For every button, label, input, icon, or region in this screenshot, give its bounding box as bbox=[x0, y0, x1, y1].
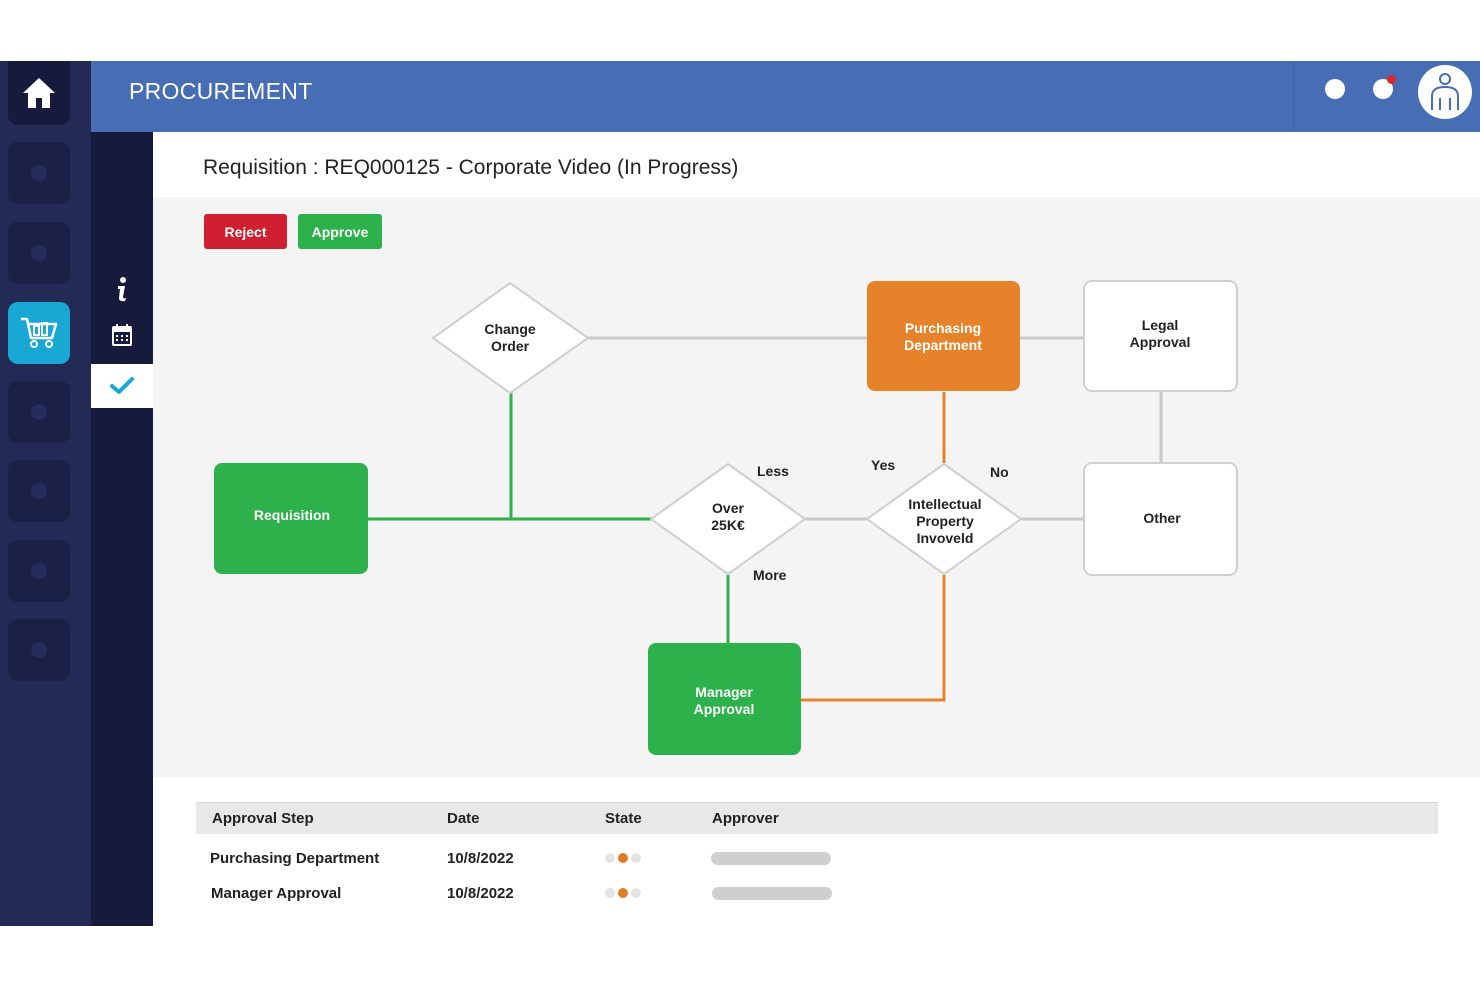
node-other[interactable]: Other bbox=[1083, 462, 1238, 576]
nav-item-4[interactable] bbox=[8, 381, 70, 443]
node-legal-label-2: Approval bbox=[1130, 334, 1191, 350]
calendar-tab[interactable] bbox=[91, 313, 153, 357]
node-intellectual-property[interactable]: Intellectual Property Invoveld bbox=[865, 462, 1023, 576]
node-purchasing-department[interactable]: Purchasing Department bbox=[867, 281, 1020, 391]
node-change-order[interactable]: Change Order bbox=[431, 281, 590, 395]
state-indicator bbox=[605, 888, 641, 898]
node-over-label-1: Over bbox=[712, 500, 744, 516]
node-manager-label-1: Manager bbox=[695, 684, 753, 700]
cell-step: Manager Approval bbox=[211, 885, 342, 902]
cell-date: 10/8/2022 bbox=[447, 885, 514, 902]
node-legal-label-1: Legal bbox=[1142, 317, 1179, 333]
node-manager-label-2: Approval bbox=[694, 701, 755, 717]
node-other-label: Other bbox=[1143, 510, 1181, 526]
state-dot-active bbox=[618, 888, 628, 898]
node-ip-label-1: Intellectual bbox=[908, 496, 981, 512]
secondary-nav bbox=[91, 132, 153, 926]
info-icon bbox=[118, 277, 126, 302]
table-row[interactable]: Purchasing Department 10/8/2022 bbox=[196, 840, 1438, 875]
node-legal-approval[interactable]: Legal Approval bbox=[1083, 280, 1238, 392]
nav-item-1[interactable] bbox=[8, 142, 70, 204]
edge-label-more: More bbox=[753, 567, 787, 583]
reject-button[interactable]: Reject bbox=[204, 214, 287, 249]
state-indicator bbox=[605, 853, 641, 863]
approval-table: Approval Step Date State Approver Purcha… bbox=[196, 802, 1438, 910]
page-title: Requisition : REQ000125 - Corporate Vide… bbox=[203, 156, 739, 179]
edge-label-less: Less bbox=[757, 463, 789, 479]
approve-button[interactable]: Approve bbox=[298, 214, 382, 249]
nav-item-7[interactable] bbox=[8, 619, 70, 681]
calendar-icon bbox=[112, 324, 132, 346]
placeholder-icon bbox=[31, 642, 47, 658]
header-divider bbox=[1293, 61, 1294, 132]
app-header: PROCUREMENT bbox=[91, 61, 1480, 132]
state-dot bbox=[631, 853, 641, 863]
approval-tab[interactable] bbox=[91, 364, 153, 408]
column-header-state: State bbox=[605, 810, 642, 827]
node-requisition-label: Requisition bbox=[254, 507, 330, 523]
node-change-order-label-2: Order bbox=[491, 338, 530, 354]
app-title: PROCUREMENT bbox=[129, 78, 313, 104]
notifications-button[interactable] bbox=[1373, 79, 1393, 99]
cart-icon bbox=[21, 317, 58, 348]
connector-ip-manager bbox=[801, 575, 946, 702]
state-dot bbox=[631, 888, 641, 898]
node-ip-label-2: Property bbox=[916, 513, 974, 529]
node-purchasing-label-2: Department bbox=[904, 337, 982, 353]
column-header-approver: Approver bbox=[712, 810, 779, 827]
table-header: Approval Step Date State Approver bbox=[196, 802, 1438, 834]
connectors bbox=[368, 336, 1163, 702]
edge-label-yes: Yes bbox=[871, 457, 895, 473]
node-purchasing-label-1: Purchasing bbox=[905, 320, 981, 336]
placeholder-icon bbox=[31, 165, 47, 181]
node-over-25k[interactable]: Over 25K€ bbox=[649, 462, 807, 576]
node-requisition[interactable]: Requisition bbox=[214, 463, 368, 574]
user-avatar-icon bbox=[1431, 73, 1459, 110]
table-row[interactable]: Manager Approval 10/8/2022 bbox=[196, 875, 1438, 910]
home-icon bbox=[23, 78, 55, 108]
nav-item-5[interactable] bbox=[8, 460, 70, 522]
state-dot bbox=[605, 888, 615, 898]
cell-step: Purchasing Department bbox=[210, 850, 380, 867]
placeholder-icon bbox=[31, 245, 47, 261]
workflow-canvas: Reject Approve bbox=[153, 197, 1480, 777]
node-ip-label-3: Invoveld bbox=[917, 530, 974, 546]
header-action-dot[interactable] bbox=[1325, 79, 1345, 99]
info-tab[interactable] bbox=[91, 267, 153, 311]
left-nav-rail bbox=[0, 61, 91, 926]
node-change-order-label-1: Change bbox=[484, 321, 536, 337]
cell-date: 10/8/2022 bbox=[447, 850, 514, 867]
approver-placeholder bbox=[712, 887, 832, 900]
home-button[interactable] bbox=[8, 61, 70, 125]
state-dot bbox=[605, 853, 615, 863]
nav-item-2[interactable] bbox=[8, 222, 70, 284]
placeholder-icon bbox=[31, 404, 47, 420]
approver-placeholder bbox=[711, 852, 831, 865]
column-header-date: Date bbox=[447, 810, 480, 827]
user-avatar[interactable] bbox=[1418, 65, 1472, 119]
node-over-label-2: 25K€ bbox=[711, 517, 745, 533]
state-dot-active bbox=[618, 853, 628, 863]
check-icon bbox=[110, 377, 134, 394]
main-content: Requisition : REQ000125 - Corporate Vide… bbox=[153, 132, 1480, 926]
edge-label-no: No bbox=[990, 464, 1009, 480]
notification-badge bbox=[1387, 75, 1396, 84]
placeholder-icon bbox=[31, 563, 47, 579]
placeholder-icon bbox=[31, 483, 47, 499]
node-manager-approval[interactable]: Manager Approval bbox=[648, 643, 801, 755]
nav-item-procurement[interactable] bbox=[8, 302, 70, 364]
nav-item-6[interactable] bbox=[8, 540, 70, 602]
column-header-step: Approval Step bbox=[212, 810, 314, 827]
app-shell: PROCUREMENT bbox=[0, 61, 1480, 926]
workflow-diagram: Change Order Purchasing Department Legal… bbox=[214, 280, 1238, 755]
